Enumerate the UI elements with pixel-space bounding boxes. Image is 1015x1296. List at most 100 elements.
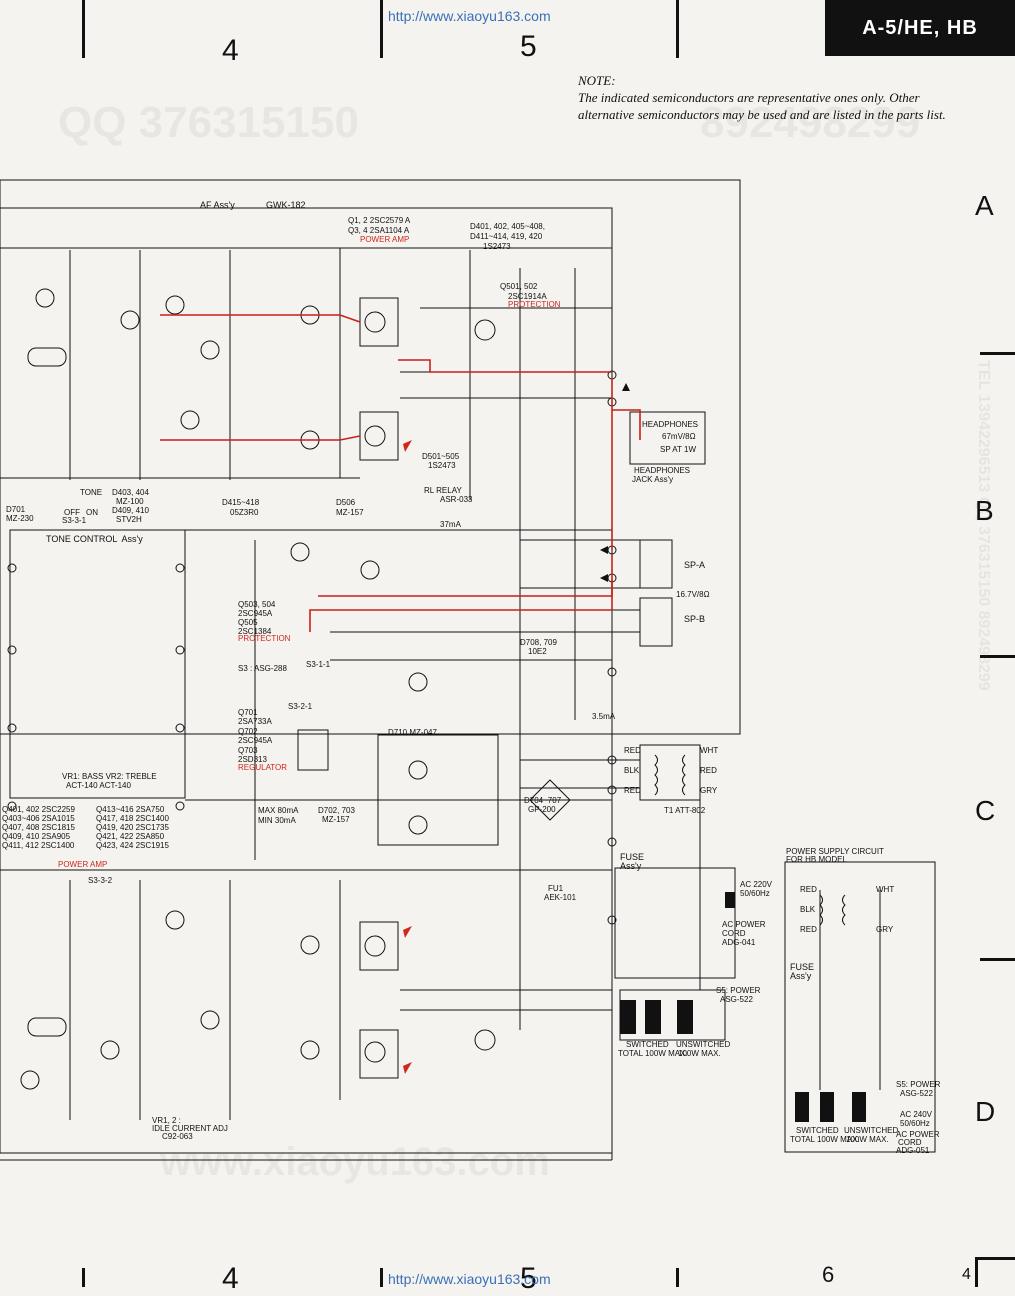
label-hp-spec2: SP AT 1W: [660, 445, 697, 454]
label-d409-type: STV2H: [116, 515, 142, 524]
label-sp-b: SP-B: [684, 614, 706, 624]
label-d704: D704~707: [524, 796, 562, 805]
label-unswitched2: 100W MAX.: [678, 1049, 721, 1058]
label-red-2: RED: [624, 786, 641, 795]
label-d501-type: 1S2473: [428, 461, 456, 470]
label-power-amp: POWER AMP: [360, 235, 410, 244]
label-hb-unswitched2: 100W MAX.: [846, 1135, 889, 1144]
label-d702-type: MZ-157: [322, 815, 350, 824]
transformer-box: [639, 744, 701, 801]
bottom-tick-2: [380, 1268, 383, 1287]
label-d702: D702, 703: [318, 806, 355, 815]
label-jack-assy: JACK Ass'y: [632, 475, 674, 484]
bottom-corner-v: [975, 1257, 978, 1287]
label-fuse-assy2: Ass'y: [620, 861, 642, 871]
label-ac-cord3: ADG-041: [722, 938, 756, 947]
label-q505-type: 2SC1384: [238, 627, 272, 636]
transistor-list-2-0: Q413~416 2SA750: [96, 805, 165, 814]
label-hb-gry: GRY: [876, 925, 894, 934]
label-vr12b: IDLE CURRENT ADJ: [152, 1124, 228, 1133]
label-af-code: GWK-182: [266, 200, 306, 210]
url-bottom[interactable]: http://www.xiaoyu163.com: [388, 1271, 551, 1287]
label-hb-cord: AC POWER: [896, 1130, 940, 1139]
label-current-37: 37mA: [440, 520, 461, 529]
label-rl-code: ASR-033: [440, 495, 473, 504]
label-vr12: VR1, 2 :: [152, 1116, 181, 1125]
label-fu1: FU1: [548, 884, 564, 893]
label-d506: D506: [336, 498, 356, 507]
label-hb-blk: BLK: [800, 905, 816, 914]
right-tick-2: [980, 655, 1015, 658]
label-d403: D403, 404: [112, 488, 149, 497]
q2-box: [359, 1029, 399, 1079]
label-switched2: TOTAL 100W MAX.: [618, 1049, 688, 1058]
transistor-list-1-4: Q411, 412 2SC1400: [2, 841, 75, 850]
label-max: MAX 80mA: [258, 806, 299, 815]
label-q12: Q1, 2 2SC2579 A: [348, 216, 411, 225]
label-d415-type: 05Z3R0: [230, 508, 259, 517]
bottom-corner-h: [975, 1257, 1015, 1260]
label-hb-red-1: RED: [800, 885, 817, 894]
label-q34: Q3, 4 2SA1104 A: [348, 226, 410, 235]
label-hb-fuse2: Ass'y: [790, 971, 812, 981]
bottom-tick-3: [676, 1268, 679, 1287]
page-number: 4: [962, 1266, 971, 1283]
q3-box: [359, 411, 399, 461]
label-d403-type: MZ-100: [116, 497, 144, 506]
outer-chassis-line: [0, 179, 741, 735]
label-d708-type: 10E2: [528, 647, 547, 656]
transistor-list-1-2: Q407, 408 2SC1815: [2, 823, 75, 832]
col-number-5-top: 5: [520, 30, 537, 63]
url-top[interactable]: http://www.xiaoyu163.com: [388, 8, 551, 24]
transistor-list-1-1: Q403~406 2SA1015: [2, 814, 75, 823]
watermark-qq2: 892498299: [700, 98, 921, 147]
label-q702-type: 2SC945A: [238, 736, 273, 745]
label-q503: Q503, 504: [238, 600, 276, 609]
label-red-1: RED: [624, 746, 641, 755]
label-ac-cord2: CORD: [722, 929, 746, 938]
label-q505: Q505: [238, 618, 258, 627]
label-protection-2: PROTECTION: [238, 634, 291, 643]
label-protection: PROTECTION: [508, 300, 561, 309]
bottom-tick-1: [82, 1268, 85, 1287]
label-d501: D501~505: [422, 452, 460, 461]
label-wht: WHT: [700, 746, 719, 755]
label-off: OFF: [64, 508, 80, 517]
label-hb-cord3: ADG-051: [896, 1146, 930, 1155]
label-q503-type: 2SC945A: [238, 609, 273, 618]
label-red-3: RED: [700, 766, 717, 775]
label-regulator: REGULATOR: [238, 763, 288, 772]
label-hb-s5: S5: POWER: [896, 1080, 941, 1089]
row-letter-c: C: [975, 795, 996, 826]
red-output-traces: [160, 314, 641, 632]
label-s3-1-1: S3-1-1: [306, 660, 331, 669]
label-d-list-type: 1S2473: [483, 242, 511, 251]
watermark-qq: QQ 376315150: [58, 98, 359, 147]
label-s5-power: S5: POWER: [716, 986, 761, 995]
label-current-35: 3.5mA: [592, 712, 616, 721]
label-vr-bass2: ACT-140 ACT-140: [66, 781, 131, 790]
tone-control-board: [9, 529, 186, 799]
note-block: NOTE: The indicated semiconductors are r…: [578, 72, 973, 123]
label-d409: D409, 410: [112, 506, 149, 515]
label-power-amp-2: POWER AMP: [58, 860, 108, 869]
label-hb-ac: AC 240V: [900, 1110, 933, 1119]
transistor-list-2-4: Q423, 424 2SC1915: [96, 841, 169, 850]
watermark-tel: TEL 13942296513 QQ 376315150 892498299: [975, 360, 992, 691]
label-ac-220b: 50/60Hz: [740, 889, 770, 898]
label-q701-type: 2SA733A: [238, 717, 272, 726]
label-gry: GRY: [700, 786, 718, 795]
watermark-site: www.xiaoyu163.com: [160, 1140, 550, 1184]
note-body: The indicated semiconductors are represe…: [578, 90, 946, 122]
label-t1: T1 ATT-802: [664, 806, 706, 815]
label-switched: SWITCHED: [626, 1040, 669, 1049]
col-number-6-bottom: 6: [822, 1262, 835, 1287]
label-s5-code: ASG-522: [720, 995, 753, 1004]
label-q501: Q501, 502: [500, 282, 538, 291]
label-hb-fuse: FUSE: [790, 962, 815, 972]
transistor-list-2-1: Q417, 418 2SC1400: [96, 814, 169, 823]
label-d708: D708, 709: [520, 638, 557, 647]
transistor-list-2-3: Q421, 422 2SA850: [96, 832, 165, 841]
label-rl-relay: RL RELAY: [424, 486, 462, 495]
label-d701-type: MZ-230: [6, 514, 34, 523]
